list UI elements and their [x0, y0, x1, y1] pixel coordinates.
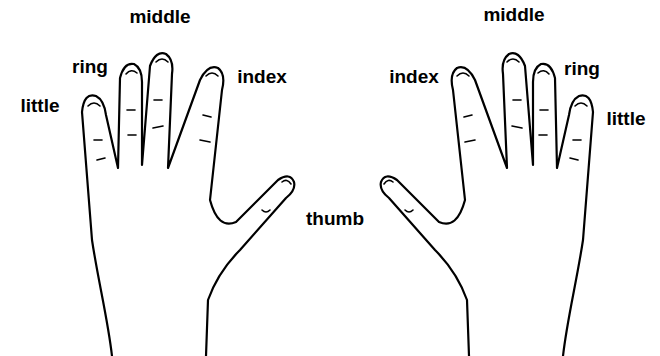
finger-label: little	[20, 96, 59, 115]
finger-label: middle	[483, 5, 544, 24]
left-hand	[82, 53, 294, 356]
finger-label: thumb	[306, 209, 364, 228]
finger-label: middle	[129, 7, 190, 26]
finger-label: ring	[564, 59, 600, 78]
finger-label: little	[606, 109, 645, 128]
finger-label: index	[389, 67, 439, 86]
right-hand	[381, 53, 593, 356]
finger-label: index	[237, 67, 287, 86]
finger-label: ring	[72, 57, 108, 76]
